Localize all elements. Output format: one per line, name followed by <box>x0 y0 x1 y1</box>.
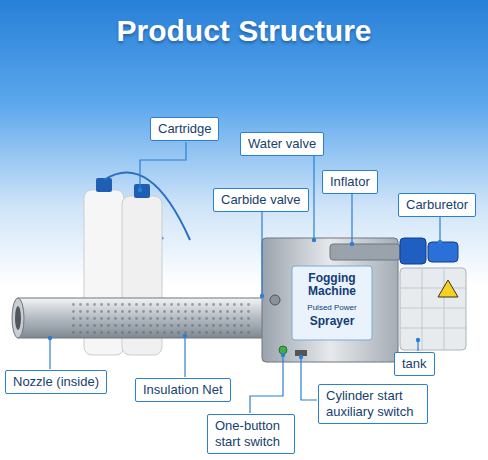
leader-line <box>313 156 314 240</box>
leader-line <box>439 217 440 242</box>
jug-cap <box>96 178 112 192</box>
panel-text: Pulsed Power <box>294 303 370 312</box>
leader-lines <box>50 142 440 413</box>
leader-line <box>49 338 50 369</box>
callout-box: Cylinder start auxiliary switch <box>318 384 428 424</box>
leader-line <box>301 357 317 400</box>
tube <box>18 298 270 338</box>
carb-knob <box>428 242 458 262</box>
callout-box: Nozzle (inside) <box>5 370 107 394</box>
fuel-tank <box>400 268 466 350</box>
leader-line <box>140 142 186 190</box>
callout-text: Carburetor <box>406 197 468 213</box>
nozzle-hole <box>15 306 21 330</box>
callout-text: Cartridge <box>158 121 211 137</box>
callout-box: tank <box>394 352 435 376</box>
leader-line <box>250 355 283 413</box>
hose <box>104 173 190 241</box>
callout-text: One-button start switch <box>215 418 287 450</box>
exhaust-tube <box>12 298 270 338</box>
tank-grid <box>400 268 466 350</box>
callout-box: One-button start switch <box>207 414 295 454</box>
insulation-net <box>70 301 250 335</box>
title: Product Structure <box>0 14 488 48</box>
callout-text: Inflator <box>330 174 370 190</box>
callout-box: Inflator <box>322 170 378 194</box>
inflator-pump <box>330 244 400 260</box>
callout-box: Water valve <box>240 132 324 156</box>
callout-text: Insulation Net <box>143 382 223 398</box>
start-button <box>279 346 287 354</box>
callout-text: Nozzle (inside) <box>13 374 99 390</box>
leader-dots <box>48 188 442 359</box>
name-panel <box>292 266 372 340</box>
panel-text: Fogging Machine <box>294 272 370 298</box>
callout-text: Carbide valve <box>221 192 301 208</box>
callout-box: Cartridge <box>150 117 219 141</box>
callout-box: Carburetor <box>398 193 476 217</box>
leader-line <box>261 212 262 296</box>
callout-text: tank <box>402 356 427 372</box>
leader-line <box>184 336 185 377</box>
callout-text: Water valve <box>248 136 316 152</box>
carburetor <box>330 238 458 264</box>
callout-box: Carbide valve <box>213 188 309 212</box>
panel-text: Sprayer <box>294 315 370 328</box>
leader-line <box>351 194 352 244</box>
warning-sign <box>438 280 458 297</box>
callout-text: Cylinder start auxiliary switch <box>326 388 420 420</box>
carb-block <box>400 238 426 264</box>
nozzle-end <box>12 298 24 338</box>
jug-cap <box>134 184 150 198</box>
callout-box: Insulation Net <box>135 378 231 402</box>
tank-box <box>400 268 466 350</box>
carbide-valve <box>270 295 280 305</box>
